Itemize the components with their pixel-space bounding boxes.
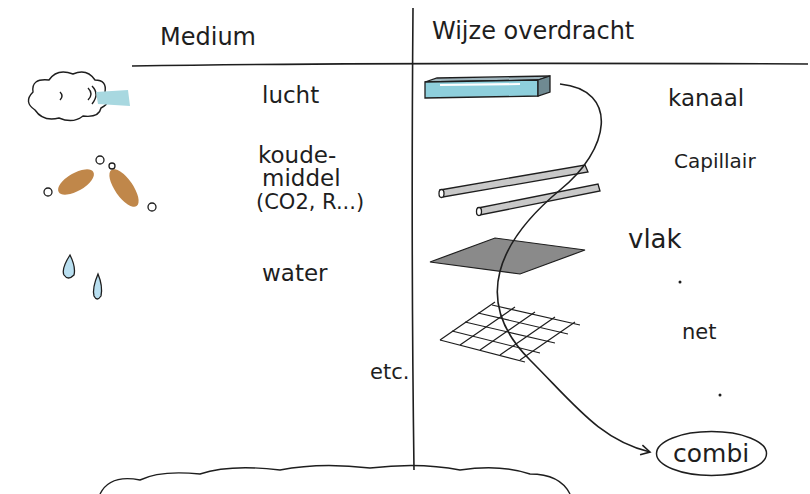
transfer-type: net bbox=[682, 320, 716, 344]
oval-node: combi bbox=[655, 430, 768, 477]
node-text: combi bbox=[673, 439, 768, 468]
capillary-tubes-icon bbox=[439, 165, 600, 216]
medium-name: middel bbox=[262, 165, 341, 191]
plane-icon bbox=[430, 238, 585, 274]
bottom-cloud-outline bbox=[100, 465, 570, 494]
net-icon bbox=[440, 302, 580, 362]
water-drops-icon bbox=[63, 255, 101, 299]
header-line bbox=[132, 63, 808, 66]
dot bbox=[679, 281, 682, 284]
air-stream bbox=[96, 90, 130, 106]
column-heading: Medium bbox=[160, 24, 256, 52]
duct-icon bbox=[425, 76, 550, 98]
medium-name: lucht bbox=[262, 82, 319, 108]
transfer-type: kanaal bbox=[668, 85, 744, 111]
column-divider bbox=[412, 8, 414, 470]
flow-arrow bbox=[497, 84, 650, 452]
dot bbox=[719, 394, 722, 397]
medium-name: koude- bbox=[258, 142, 336, 168]
transfer-type: vlak bbox=[628, 225, 682, 255]
medium-name: water bbox=[262, 260, 328, 286]
air-cloud-icon bbox=[28, 72, 108, 121]
note: etc. bbox=[370, 360, 409, 384]
column-heading: Wijze overdracht bbox=[432, 18, 634, 46]
refrigerant-icon bbox=[44, 156, 156, 211]
medium-note: (CO2, R...) bbox=[256, 190, 364, 214]
transfer-type: Capillair bbox=[674, 150, 756, 173]
